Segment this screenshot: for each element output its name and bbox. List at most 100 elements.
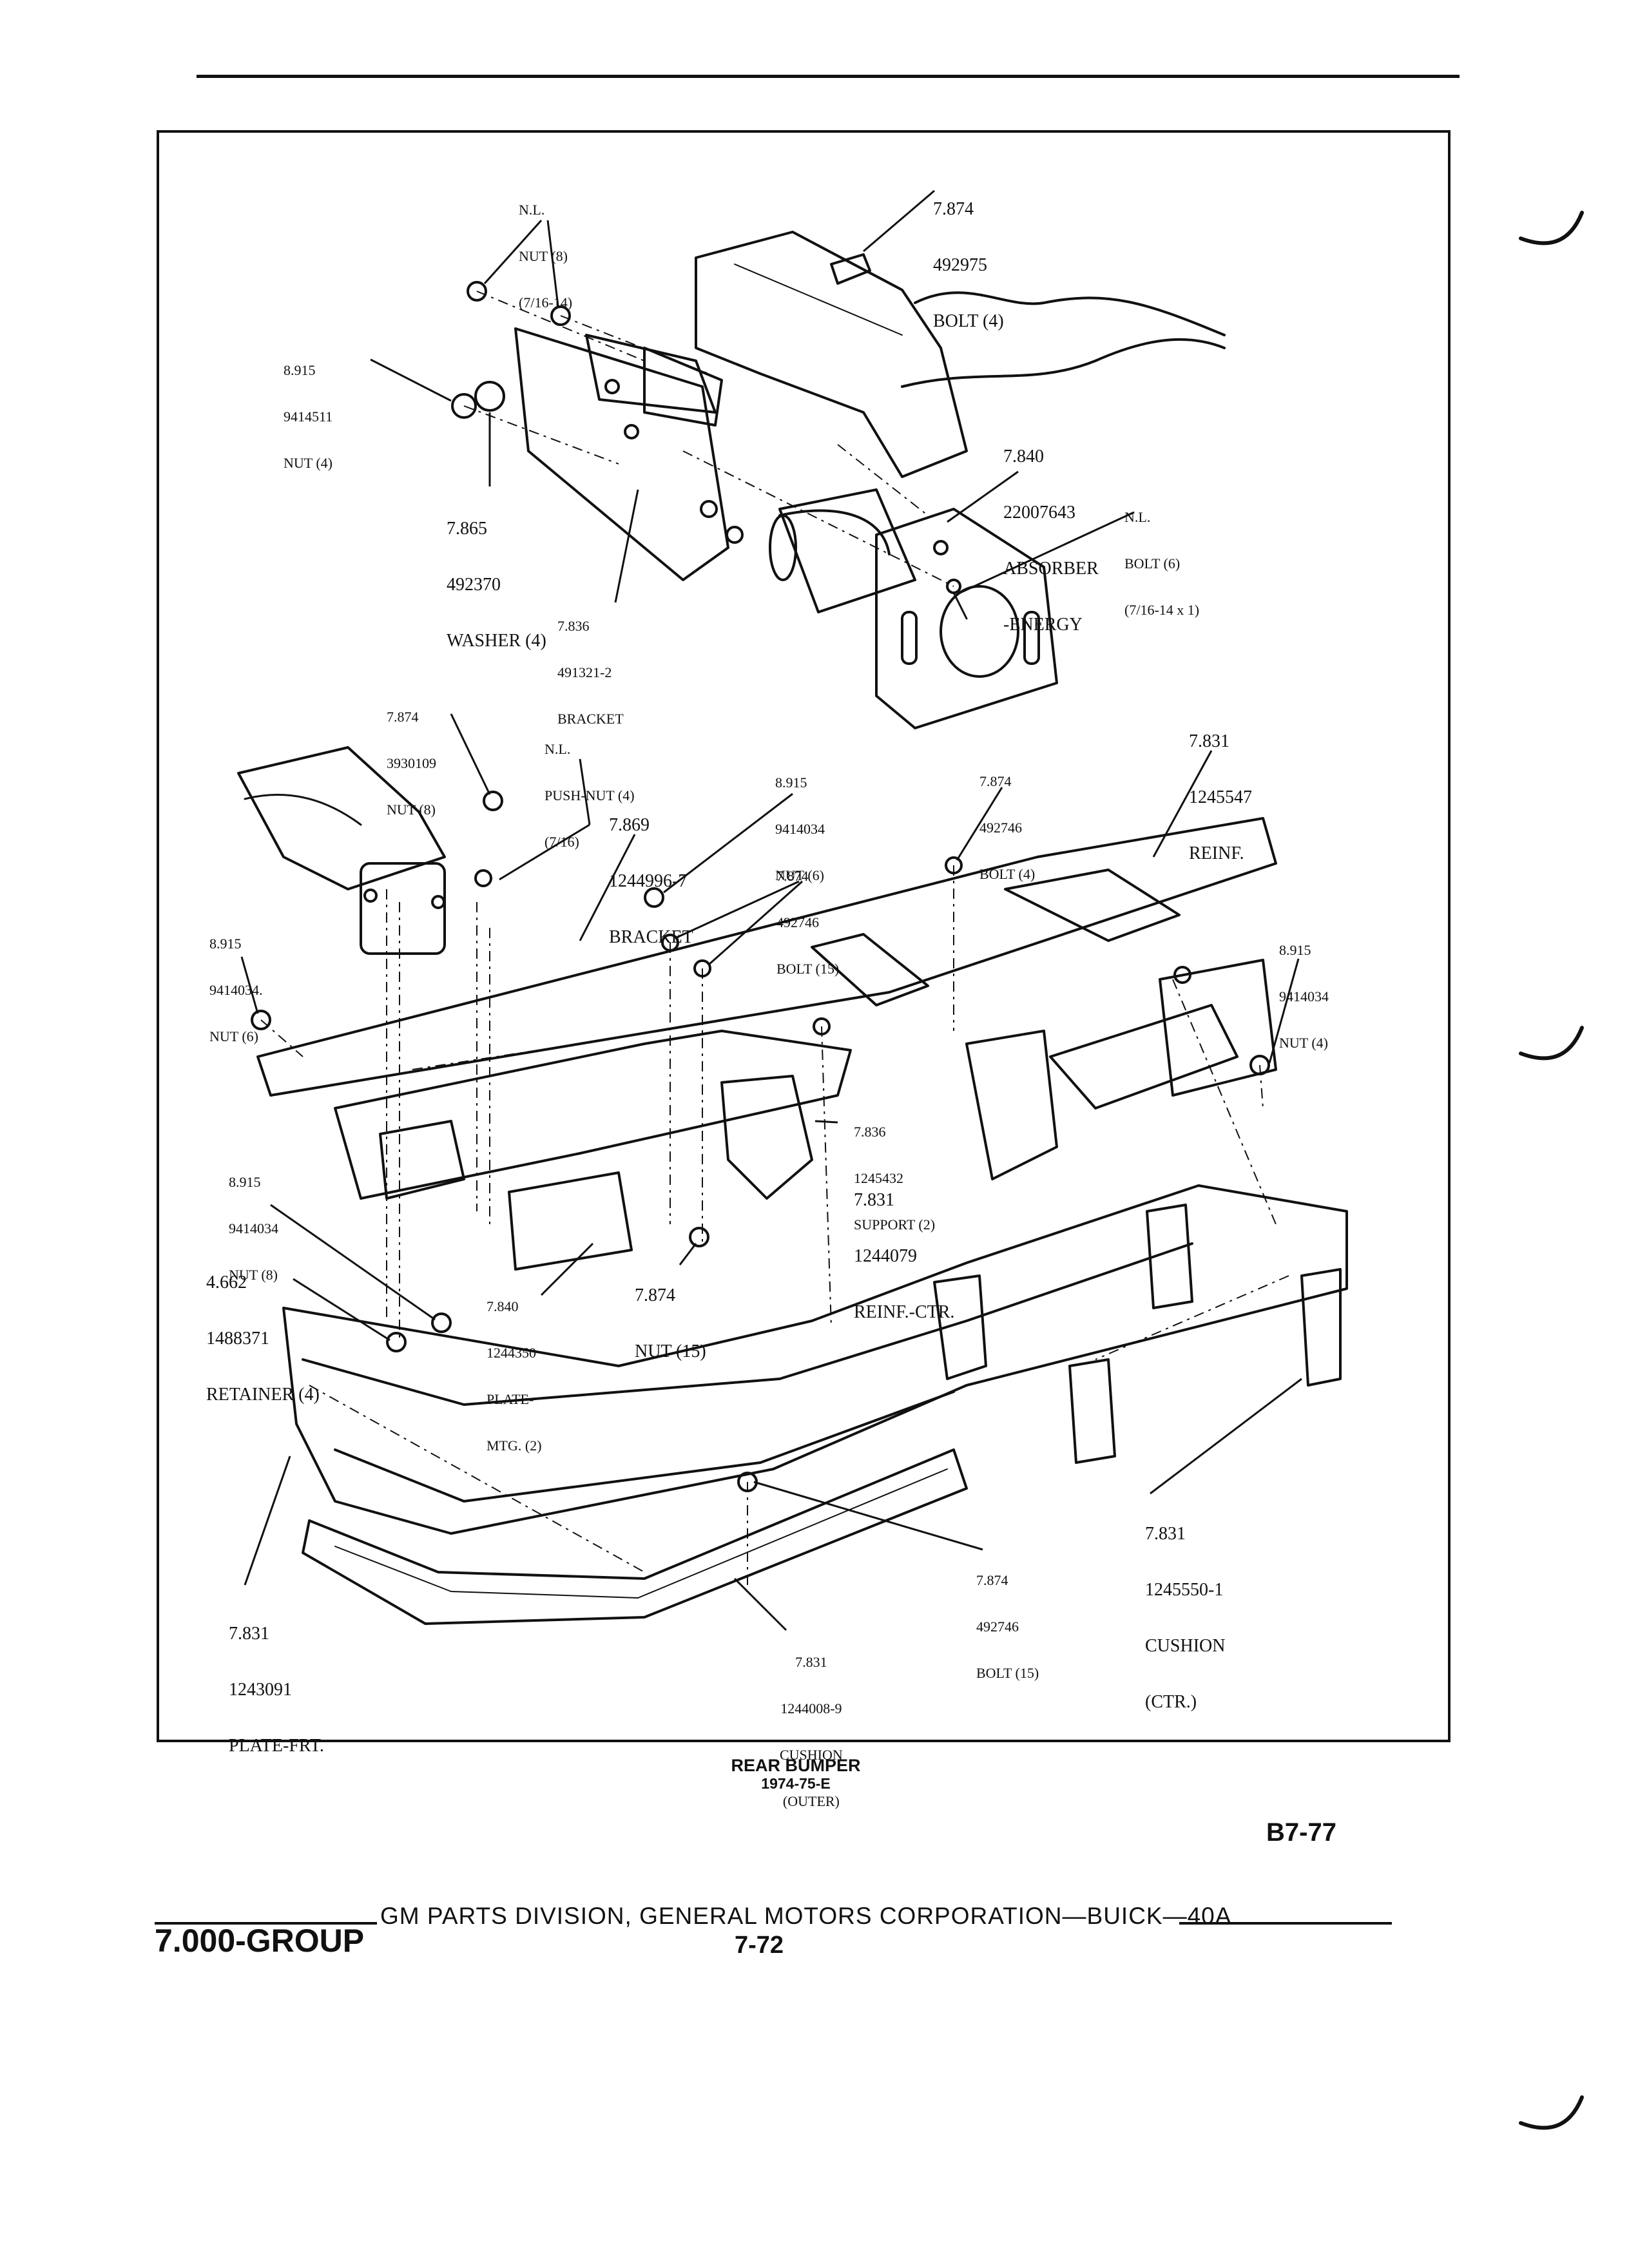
support-1245432 [720, 1075, 813, 1200]
reinf-ctr-shape [965, 1030, 1058, 1180]
absorber-plate [875, 508, 1058, 729]
callout-bolt-492746-15b: 7.874 492746 BOLT (15) [976, 1542, 1039, 1696]
callout-line: (7/16) [545, 834, 579, 850]
callout-nut-9414511: 8.915 9414511 NUT (4) [284, 332, 333, 486]
bolt-492975-shape [830, 253, 871, 285]
callout-cushion-outer: 7.831 1244008-9 CUSHION (OUTER) [780, 1624, 843, 1825]
callout-line: NUT (4) [1279, 1035, 1328, 1051]
callout-line: 8.915 [1279, 942, 1311, 958]
callout-line: 8.915 [209, 936, 242, 952]
callout-line: 3930109 [387, 755, 436, 771]
callout-washer: 7.865 492370 WASHER (4) [447, 482, 546, 669]
bracket-491321 [514, 327, 729, 581]
callout-line: 7.865 [447, 519, 487, 539]
callout-nut-15: 7.874 NUT (15) [635, 1249, 706, 1379]
cushion-outer-shape [302, 1448, 968, 1625]
callout-bracket-491321: 7.836 491321-2 BRACKET [557, 588, 624, 742]
callout-bolt-492746-15a: 7.874 492746 BOLT (15) [776, 838, 839, 992]
callout-line: REINF.-CTR. [854, 1302, 955, 1322]
callout-support-1245432: 7.836 1245432 SUPPORT (2) [854, 1093, 935, 1248]
callout-line: PUSH-NUT (4) [545, 787, 635, 803]
callout-line: 1245547 [1189, 787, 1252, 807]
callout-line: 492746 [776, 914, 819, 930]
callout-line: 8.915 [229, 1174, 261, 1190]
callout-nut-9414034-8: 8.915 9414034 NUT (8) [229, 1144, 278, 1298]
callout-line: 7.840 [1003, 447, 1044, 466]
callout-line: 1244996-7 [609, 871, 688, 891]
bracket-1244996 [334, 1030, 852, 1200]
callout-line: N.L. [545, 741, 571, 757]
callout-line: RETAINER (4) [206, 1385, 320, 1405]
callout-line: 7.836 [854, 1124, 886, 1140]
callout-line: N.L. [519, 202, 545, 218]
footer-rule-right [1179, 1922, 1392, 1925]
plate-number: B7-77 [1266, 1818, 1336, 1847]
callout-line: 1244350 [487, 1345, 536, 1361]
callout-line: 9414511 [284, 408, 333, 425]
callout-line: 7.874 [933, 199, 974, 219]
top-rule [197, 75, 1460, 78]
footer-page-number: 7-72 [735, 1932, 784, 1959]
callout-line: SUPPORT (2) [854, 1216, 936, 1233]
callout-line: BOLT (15) [776, 961, 840, 977]
callout-bolt-492746-4: 7.874 492746 BOLT (4) [979, 743, 1035, 898]
footer-group: 7.000-GROUP [155, 1923, 365, 1959]
callout-line: 9414034 [1279, 988, 1329, 1004]
callout-line: BRACKET [557, 711, 624, 727]
callout-line: CUSHION [1145, 1636, 1226, 1656]
callout-line: NUT (4) [284, 455, 333, 471]
callout-line: 7.840 [487, 1298, 519, 1314]
callout-line: 492370 [447, 575, 501, 595]
nut-upper-2 [550, 305, 571, 326]
figure-frame [157, 130, 1451, 1742]
callout-line: 492746 [976, 1619, 1019, 1635]
nut-upper-1 [467, 281, 487, 302]
callout-line: BOLT (15) [976, 1665, 1039, 1681]
callout-line: 7.874 [976, 1572, 1008, 1588]
frame-rail-left [237, 746, 446, 890]
callout-nut-9414034-4: 8.915 9414034 NUT (4) [1279, 912, 1329, 1066]
callout-line: 7.831 [1189, 731, 1229, 751]
callout-line: NUT (8) [519, 248, 568, 264]
callout-line: REINF. [1189, 843, 1244, 863]
callout-line: NUT (8) [387, 802, 436, 818]
callout-reinf-ctr: 7.831 1244079 REINF.-CTR. [854, 1153, 954, 1340]
callout-retainer: 4.662 1488371 RETAINER (4) [206, 1236, 320, 1423]
callout-line: MTG. (2) [487, 1437, 542, 1454]
callout-cushion-ctr: 7.831 1245550-1 CUSHION (CTR.) [1145, 1487, 1225, 1730]
callout-plate-mtg: 7.840 1244350 PLATE- MTG. (2) [487, 1268, 542, 1469]
callout-line: 7.874 [635, 1285, 675, 1305]
callout-line: NUT (15) [635, 1341, 706, 1361]
callout-nut-top-nl: N.L. NUT (8) (7/16-14) [519, 171, 572, 326]
callout-line: 7.874 [979, 773, 1012, 789]
callout-line: NUT (6) [775, 867, 824, 883]
callout-line: PLATE-FRT. [229, 1736, 324, 1756]
cushion-ctr-shape [1068, 1358, 1116, 1464]
callout-line: 4.662 [206, 1273, 247, 1293]
callout-line: 8.915 [284, 362, 316, 378]
figure-subtitle: 1974-75-E [761, 1775, 831, 1792]
mtg-plate-1 [508, 1171, 633, 1271]
callout-line: 1488371 [206, 1329, 269, 1349]
callout-line: 492746 [979, 820, 1022, 836]
callout-nut-9414034-6: 8.915 9414034 NUT (6) [775, 744, 825, 899]
callout-reinf-1245547: 7.831 1245547 REINF. [1189, 695, 1252, 881]
callout-line: 492975 [933, 255, 987, 275]
callout-line: 9414034. [209, 982, 263, 998]
callout-line: 1243091 [229, 1680, 292, 1700]
callout-line: 1245550-1 [1145, 1580, 1224, 1600]
frame-rail-upper [695, 231, 968, 478]
reinf-1245547 [256, 817, 1277, 1097]
callout-line: BOLT (6) [1124, 555, 1181, 572]
callout-line: WASHER (4) [447, 631, 546, 651]
washer-shape [474, 381, 505, 412]
callout-line: 8.915 [775, 774, 807, 791]
callout-line: BRACKET [609, 927, 693, 947]
energy-absorber [778, 488, 916, 613]
callout-line: 7.831 [854, 1190, 894, 1210]
callout-line: 491321-2 [557, 664, 612, 680]
callout-bracket-1244996: 7.869 1244996-7 BRACKET [609, 778, 693, 965]
callout-line: 1244079 [854, 1246, 917, 1266]
callout-line: 9414034 [229, 1220, 278, 1236]
callout-line: NUT (6) [209, 1028, 258, 1044]
